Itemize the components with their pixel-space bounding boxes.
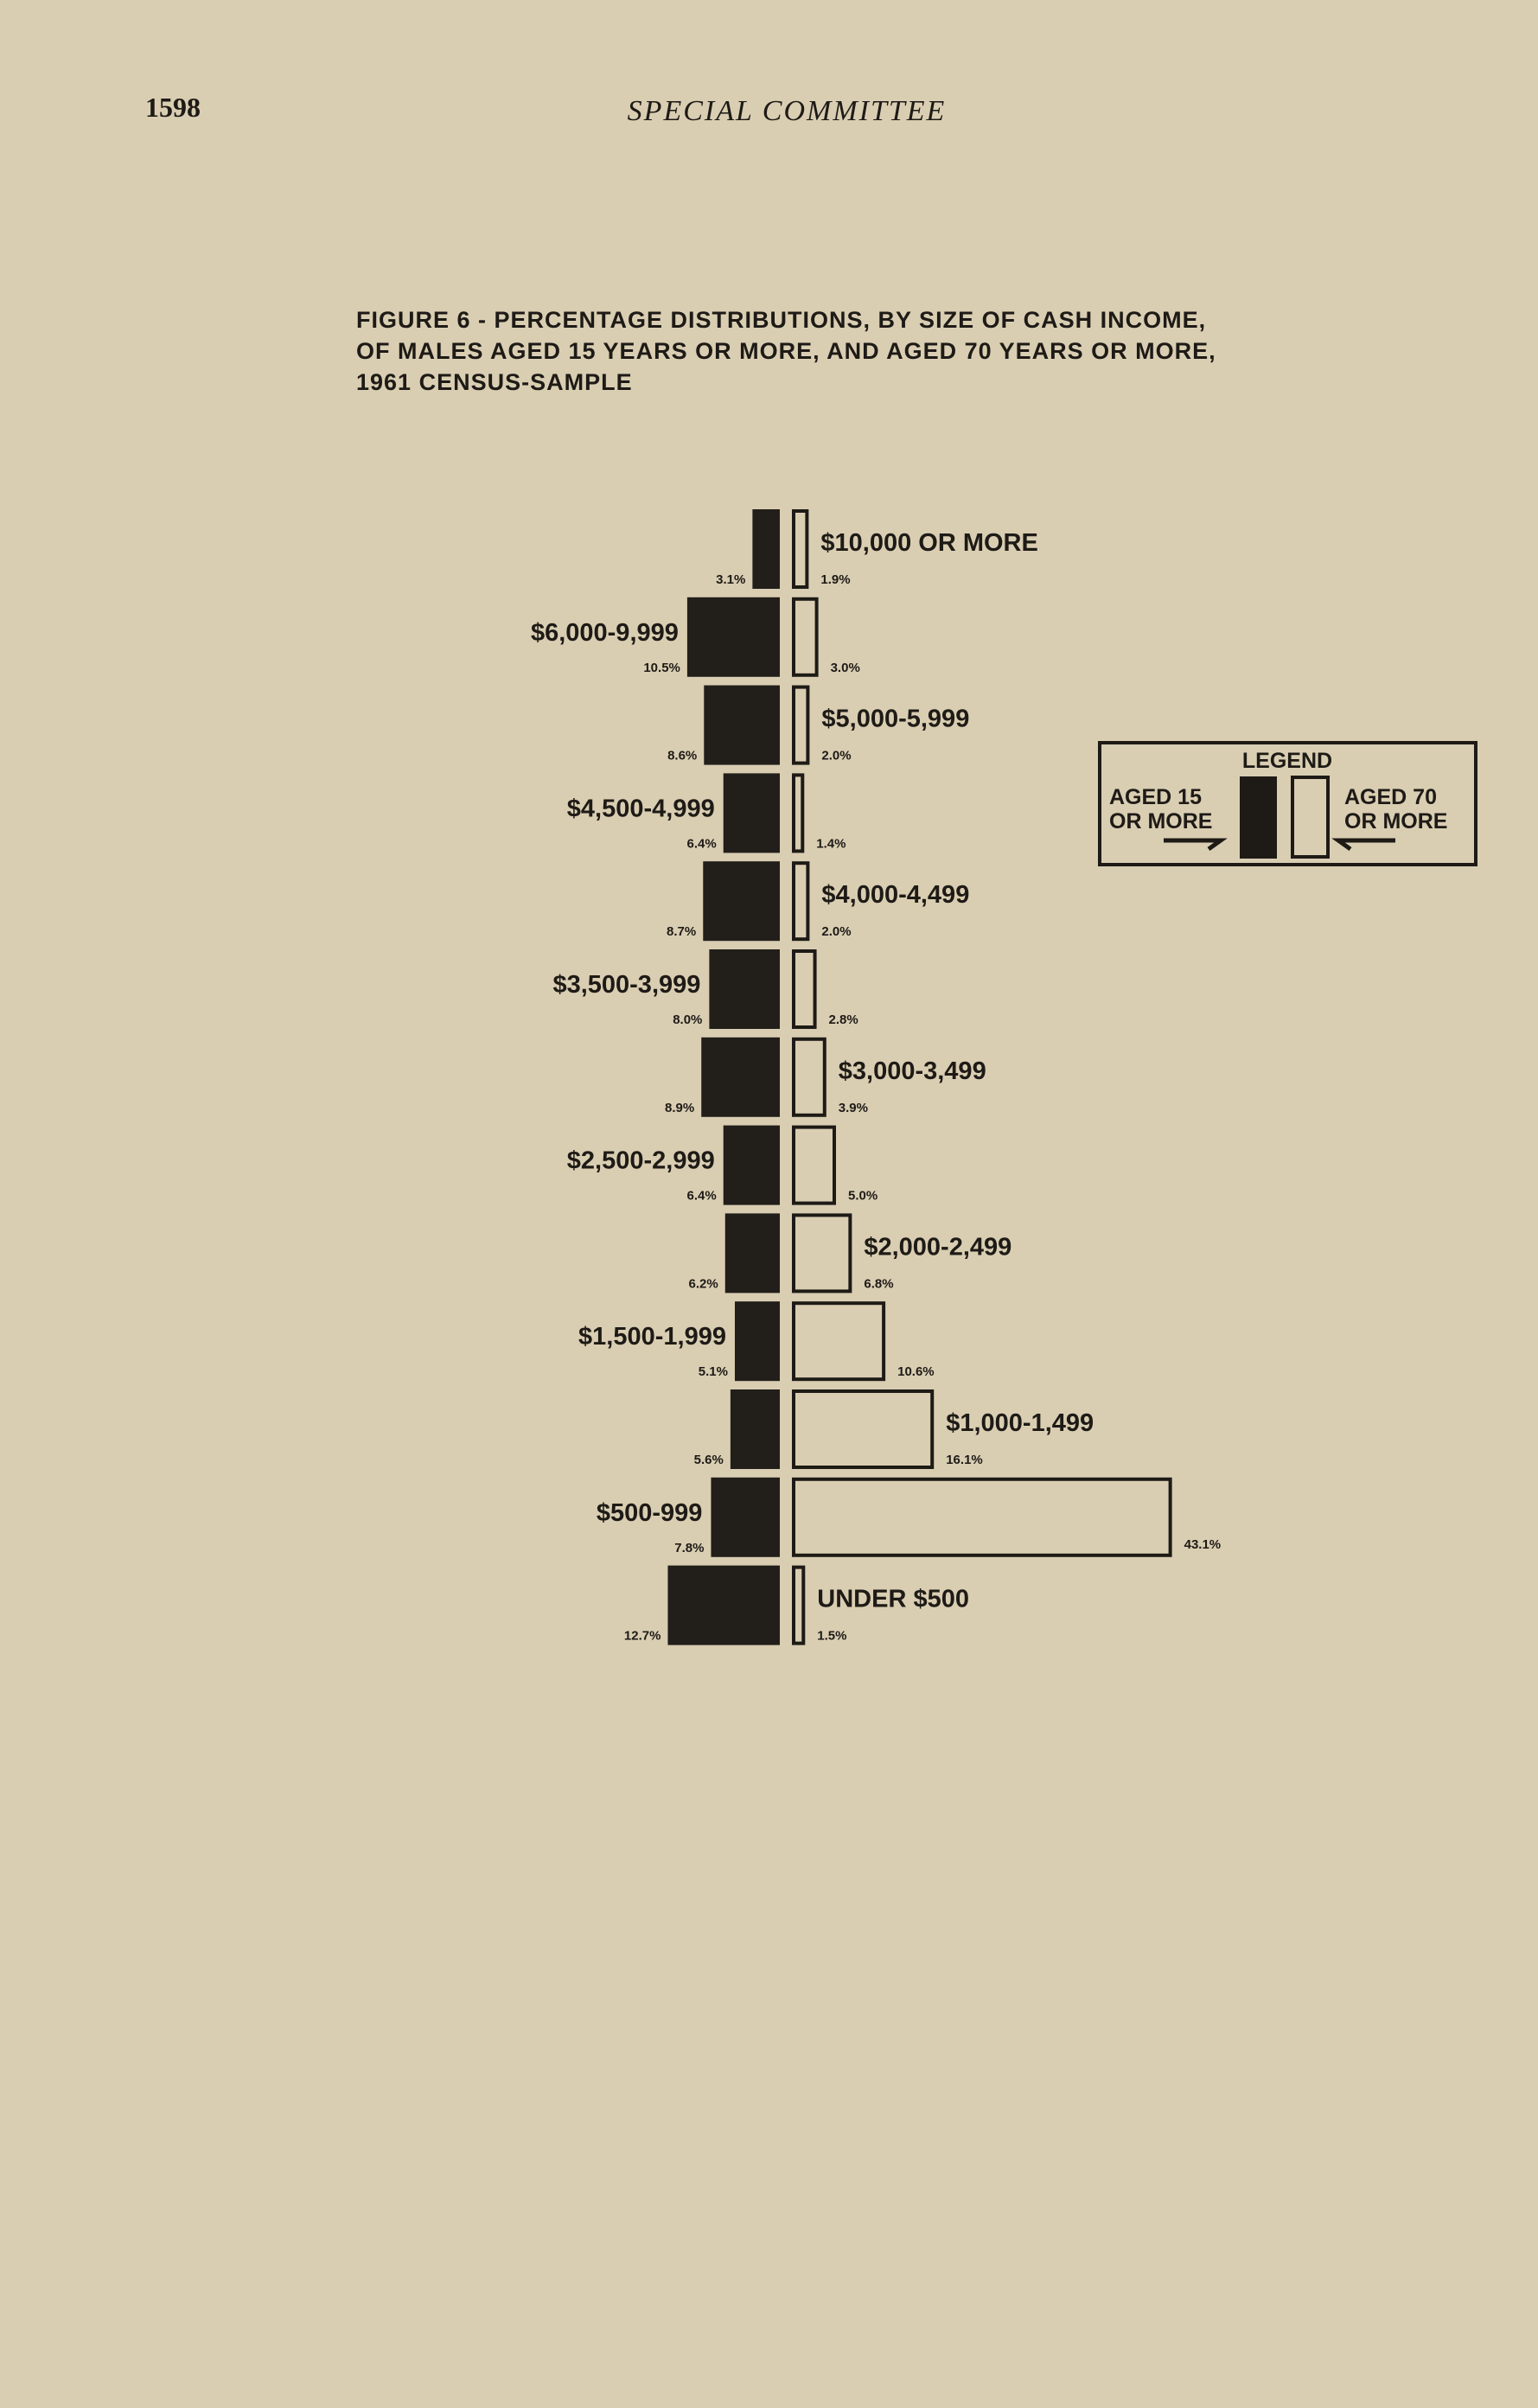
figure-title: FIGURE 6 - PERCENTAGE DISTRIBUTIONS, BY …	[356, 304, 1216, 398]
legend-label-aged-70: OR MORE	[1344, 809, 1447, 834]
bar-aged-15	[711, 1477, 780, 1557]
page-number: 1598	[145, 92, 201, 123]
category-label: $4,000-4,499	[821, 881, 969, 909]
legend-arrow-left-icon	[1331, 838, 1395, 852]
category-label: $1,500-1,999	[578, 1323, 726, 1351]
category-label: $2,500-2,999	[567, 1147, 715, 1175]
value-label-aged-15: 6.2%	[689, 1276, 718, 1291]
value-label-aged-70: 1.9%	[820, 572, 850, 587]
value-label-aged-15: 7.8%	[674, 1541, 704, 1555]
category-label: $1,000-1,499	[946, 1409, 1094, 1437]
value-label-aged-70: 3.9%	[839, 1101, 868, 1115]
legend-title: LEGEND	[1242, 749, 1332, 773]
value-label-aged-15: 10.5%	[643, 661, 680, 675]
bar-aged-70	[792, 597, 819, 677]
category-label: $10,000 OR MORE	[820, 529, 1037, 557]
bar-aged-15	[730, 1389, 780, 1469]
title-line: FIGURE 6 - PERCENTAGE DISTRIBUTIONS, BY …	[356, 307, 1207, 333]
bar-aged-15	[703, 861, 780, 942]
value-label-aged-15: 8.6%	[667, 749, 697, 763]
value-label-aged-70: 1.5%	[817, 1629, 846, 1644]
value-label-aged-15: 12.7%	[624, 1629, 661, 1644]
legend-swatch-aged-15	[1240, 776, 1277, 859]
value-label-aged-15: 5.1%	[699, 1364, 728, 1379]
bar-aged-70	[792, 861, 810, 942]
value-label-aged-70: 2.0%	[821, 749, 851, 763]
value-label-aged-70: 3.0%	[831, 661, 860, 675]
bar-aged-15	[734, 1301, 780, 1382]
value-label-aged-70: 10.6%	[897, 1364, 935, 1379]
category-label: $500-999	[597, 1499, 703, 1527]
category-label: $2,000-2,499	[864, 1233, 1012, 1261]
legend-arrow-right-icon	[1164, 838, 1228, 852]
bar-aged-15	[723, 773, 780, 853]
category-label: $3,000-3,499	[839, 1057, 986, 1085]
category-label: $3,500-3,999	[552, 971, 700, 999]
bar-aged-15	[709, 949, 780, 1029]
value-label-aged-70: 43.1%	[1184, 1537, 1222, 1552]
value-label-aged-15: 8.9%	[665, 1101, 694, 1115]
value-label-aged-15: 5.6%	[694, 1453, 724, 1467]
bar-aged-70	[792, 949, 817, 1029]
bar-aged-15	[723, 1125, 780, 1205]
bar-aged-70	[792, 1213, 852, 1293]
running-header: SPECIAL COMMITTEE	[627, 95, 947, 127]
bar-aged-15	[704, 685, 780, 765]
category-label: $4,500-4,999	[567, 795, 715, 822]
value-label-aged-70: 1.4%	[816, 836, 846, 851]
bar-aged-70	[792, 1037, 826, 1117]
value-label-aged-70: 5.0%	[848, 1189, 877, 1204]
value-label-aged-70: 2.0%	[821, 924, 851, 939]
value-label-aged-15: 8.0%	[673, 1012, 702, 1027]
title-line: 1961 CENSUS-SAMPLE	[356, 369, 633, 395]
value-label-aged-15: 3.1%	[716, 572, 745, 587]
value-label-aged-70: 2.8%	[829, 1012, 858, 1027]
bar-aged-70	[792, 509, 809, 589]
bar-aged-70	[792, 1389, 935, 1469]
bar-aged-15	[667, 1565, 780, 1645]
legend-swatch-aged-70	[1291, 776, 1330, 859]
value-label-aged-15: 8.7%	[667, 924, 696, 939]
legend-label-aged-15: OR MORE	[1109, 809, 1212, 834]
bar-aged-70	[792, 1301, 886, 1382]
legend: LEGEND AGED 15 OR MORE AGED 70 OR MORE	[1098, 741, 1477, 866]
value-label-aged-15: 6.4%	[687, 1189, 717, 1204]
bar-aged-15	[686, 597, 780, 677]
legend-label-aged-15: AGED 15	[1109, 785, 1202, 809]
bar-aged-70	[792, 1477, 1172, 1557]
bar-aged-70	[792, 1125, 836, 1205]
bar-aged-70	[792, 773, 805, 853]
title-line: OF MALES AGED 15 YEARS OR MORE, AND AGED…	[356, 338, 1216, 364]
value-label-aged-15: 6.4%	[687, 836, 717, 851]
legend-box	[1098, 741, 1477, 866]
category-label: UNDER $500	[817, 1586, 969, 1613]
bar-aged-15	[752, 509, 780, 589]
bar-aged-70	[792, 1565, 806, 1645]
value-label-aged-70: 16.1%	[946, 1453, 983, 1467]
bar-aged-15	[724, 1213, 780, 1293]
legend-label-aged-70: AGED 70	[1344, 785, 1437, 809]
category-label: $6,000-9,999	[531, 619, 679, 647]
category-label: $5,000-5,999	[821, 706, 969, 733]
bar-aged-70	[792, 685, 810, 765]
value-label-aged-70: 6.8%	[864, 1276, 893, 1291]
bar-aged-15	[701, 1037, 780, 1117]
